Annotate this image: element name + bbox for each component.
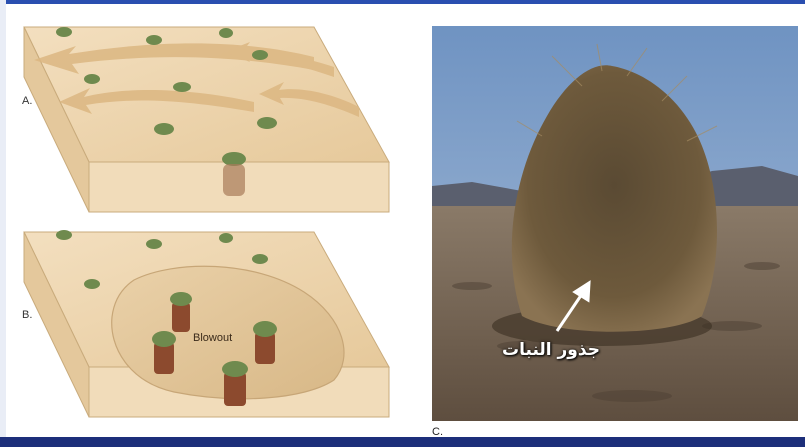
desert-shrub-photo <box>432 26 798 421</box>
deflation-diagram <box>14 12 404 430</box>
block-a <box>24 27 389 212</box>
blowout-label: Blowout <box>193 332 232 344</box>
block-b <box>24 230 389 417</box>
slide-left-border <box>0 0 6 447</box>
label-a: A. <box>22 95 32 107</box>
slide-top-border <box>0 0 805 4</box>
label-b: B. <box>22 309 32 321</box>
root-column <box>223 164 245 196</box>
plant-roots-caption: جذور النبات <box>486 340 616 360</box>
slide-bottom-border <box>0 437 805 447</box>
